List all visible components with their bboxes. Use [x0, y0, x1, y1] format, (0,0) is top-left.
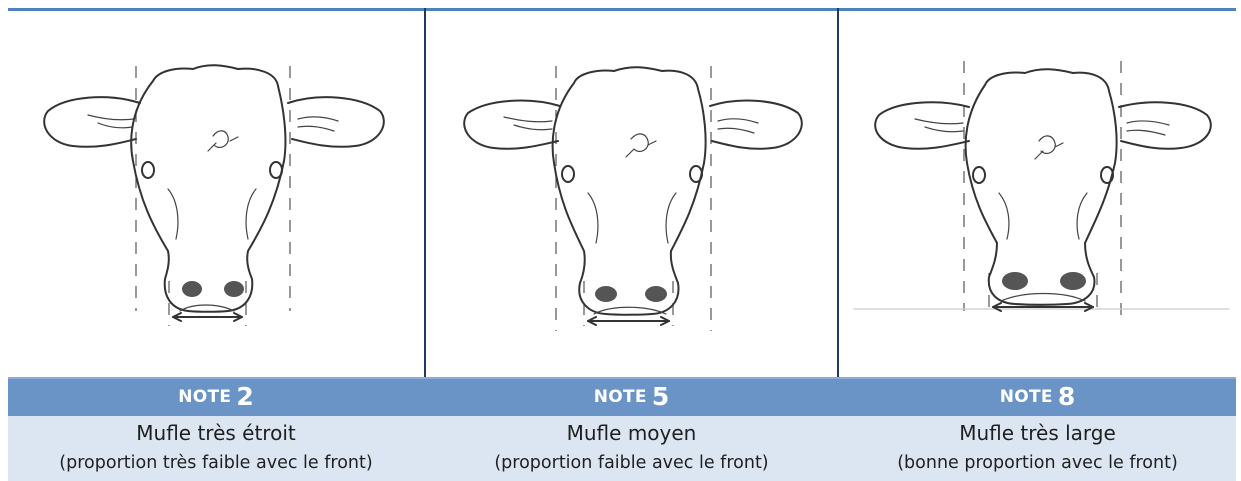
note-label: NOTE — [1000, 387, 1053, 407]
cow-head-drawing-icon — [426, 11, 837, 377]
cow-head-drawing-icon — [839, 11, 1236, 377]
muzzle-title-2: Mufle moyen — [426, 418, 837, 448]
cow-head-drawing-icon — [8, 11, 424, 377]
note-label: NOTE — [178, 387, 231, 407]
muzzle-title-1: Mufle très étroit — [8, 418, 424, 448]
muzzle-subtitle-3: (bonne proportion avec le front) — [839, 448, 1236, 480]
muzzle-title-3: Mufle très large — [839, 418, 1236, 448]
note-value: 8 — [1058, 382, 1075, 411]
panel-image-note-5 — [426, 11, 837, 377]
muzzle-score-table: NOTE 2 NOTE 5 NOTE 8 Mufle très étroit M… — [8, 8, 1236, 481]
note-heading-3: NOTE 8 — [839, 377, 1236, 416]
panel-image-note-8 — [839, 11, 1236, 377]
note-value: 2 — [236, 382, 253, 411]
note-heading-1: NOTE 2 — [8, 377, 424, 416]
panel-image-note-2 — [8, 11, 424, 377]
note-heading-2: NOTE 5 — [426, 377, 837, 416]
muzzle-subtitle-1: (proportion très faible avec le front) — [8, 448, 424, 480]
note-label: NOTE — [594, 387, 647, 407]
note-value: 5 — [652, 382, 669, 411]
muzzle-subtitle-2: (proportion faible avec le front) — [426, 448, 837, 480]
